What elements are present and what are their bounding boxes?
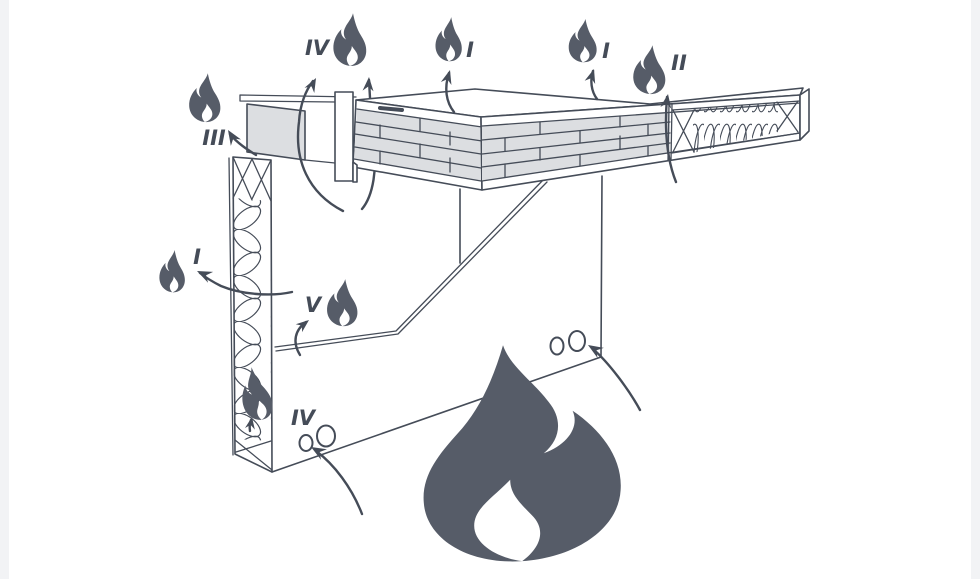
penetration-circle	[568, 330, 586, 352]
left-page-edge	[0, 0, 9, 579]
path-v-arrow	[294, 320, 309, 357]
path-i-roof-right-arrow	[584, 69, 599, 101]
flame-icon-i-left	[159, 250, 185, 293]
penetration-circle	[549, 336, 565, 356]
path-ii-arrow	[660, 94, 678, 184]
path-i-roof-left-arrow	[440, 70, 456, 114]
arrowhead	[584, 69, 596, 84]
cutaway-edge-inner	[275, 181, 548, 352]
path-i-facade-arrow	[197, 271, 294, 296]
arrowhead	[660, 94, 672, 109]
arrowhead	[588, 345, 604, 359]
x-brace-top	[232, 156, 272, 202]
flame-icon-i-top-left	[435, 17, 462, 62]
junction-slot	[378, 106, 404, 112]
label-iv-top: IV	[305, 36, 331, 60]
path-iii-arrow	[228, 130, 258, 157]
x-brace-bottom	[234, 439, 273, 471]
wall-head-junction	[239, 91, 358, 183]
arrowhead	[244, 417, 255, 430]
cutaway-edge-outer	[274, 177, 546, 348]
arrowhead	[295, 320, 309, 333]
fire-path-arrows	[197, 69, 678, 516]
x-brace-right	[776, 100, 799, 133]
flame-icon-iii	[189, 73, 221, 123]
flame-icon-iv-top	[333, 13, 367, 66]
x-brace-left	[672, 109, 695, 153]
label-i-top-right: I	[602, 39, 610, 63]
label-iv-bottom: IV	[291, 406, 317, 430]
batten-foot	[352, 161, 358, 183]
label-i-top-left: I	[466, 38, 474, 62]
clt-courses-left	[353, 108, 483, 182]
path-v-wall-cavity	[234, 364, 276, 433]
wall-corner-edge-right	[600, 175, 603, 358]
right-page-edge	[971, 0, 980, 579]
arrowhead	[362, 77, 374, 92]
beam-underline	[304, 159, 336, 164]
wall-face	[272, 161, 602, 472]
connector-batten	[334, 91, 354, 182]
edge-beam	[246, 103, 306, 161]
penetration-circle	[298, 434, 314, 452]
arrowhead	[304, 78, 316, 93]
path-iv-socket-arrow	[311, 447, 364, 516]
wall-bottom-edge	[271, 356, 602, 473]
arrow-curve	[314, 449, 364, 516]
arrow-curve	[664, 95, 678, 184]
arrow-curve	[296, 79, 345, 213]
clt-face-front	[482, 113, 670, 181]
label-i-left: I	[193, 245, 201, 269]
socket-ignition-arrow	[588, 345, 642, 412]
interior-wall-surface	[271, 161, 603, 473]
label-v: V	[305, 293, 323, 317]
path-labels: III IV I I II I V IV	[193, 36, 687, 430]
label-ii: II	[671, 51, 687, 75]
flame-icon-i-top-right	[568, 19, 597, 63]
arrowhead	[228, 130, 242, 146]
path-iv-left-arc	[296, 78, 345, 213]
arrowhead	[197, 271, 214, 283]
penetration-circle	[316, 424, 336, 448]
column-outer-edge	[228, 157, 234, 456]
arrowhead	[440, 70, 452, 85]
arrow-curve	[591, 347, 642, 412]
socket-penetrations	[298, 330, 586, 452]
arrowhead	[311, 447, 327, 460]
label-iii: III	[202, 126, 226, 150]
floor-slab	[352, 87, 810, 191]
flame-icon-ii	[633, 45, 666, 95]
slab-end-cap	[799, 88, 810, 141]
